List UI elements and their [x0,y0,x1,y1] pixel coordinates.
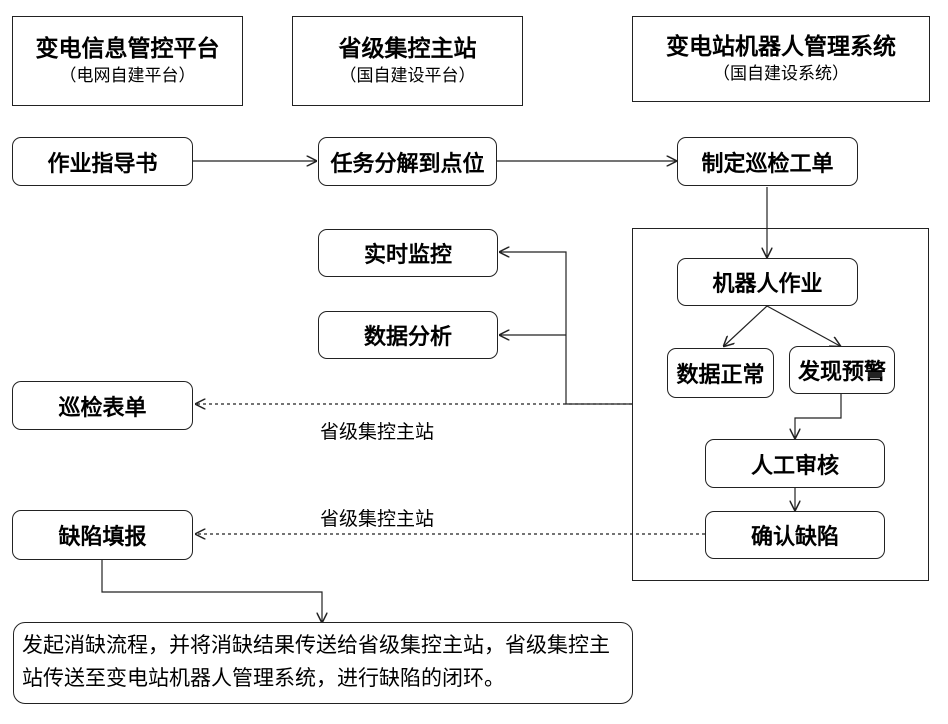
header-robot-system-title: 变电站机器人管理系统 [666,34,896,60]
arrow-quexian-to-note [101,560,322,622]
node-shishi-jiankong: 实时监控 [318,229,498,277]
node-jiqiren-zuoye: 机器人作业 [677,258,858,306]
node-rengong-shenhe: 人工审核 [705,439,885,488]
node-renwu-fenjie: 任务分解到点位 [318,137,497,186]
arrow-to-shishi-jiankong [500,252,632,405]
header-master-station-subtitle: （国自建设平台） [339,66,476,86]
closure-note: 发起消缺流程，并将消缺结果传送给省级集控主站，省级集控主站传送至变电站机器人管理… [13,622,633,704]
node-xunjian-biaodan: 巡检表单 [12,381,193,430]
node-shuju-fenxi: 数据分析 [318,311,498,359]
node-queren-quexian: 确认缺陷 [705,511,885,559]
node-quexian-tianbao: 缺陷填报 [12,510,193,560]
arrow-faxian-to-rengong [795,394,842,438]
header-platform-title: 变电信息管控平台 [35,36,220,62]
edge-label-to-quexian: 省级集控主站 [320,508,435,530]
arrow-jiqiren-to-faxian-yujing [766,305,840,346]
arrow-jiqiren-to-shuju-zhengchang [724,305,768,346]
header-robot-system: 变电站机器人管理系统 （国自建设系统） [632,16,930,102]
node-zuoye-zhidaoshu: 作业指导书 [12,137,193,186]
header-robot-system-subtitle: （国自建设系统） [713,64,849,84]
header-master-station-title: 省级集控主站 [338,36,477,62]
node-zhiding-gongdan: 制定巡检工单 [677,137,858,186]
header-platform-subtitle: （电网自建平台） [59,66,196,86]
header-master-station: 省级集控主站 （国自建设平台） [292,16,523,106]
node-faxian-yujing: 发现预警 [789,346,895,394]
header-platform: 变电信息管控平台 （电网自建平台） [12,16,243,106]
robot-system-container [632,228,929,581]
node-shuju-zhengchang: 数据正常 [667,348,774,398]
edge-label-to-xunjian: 省级集控主站 [320,421,435,443]
